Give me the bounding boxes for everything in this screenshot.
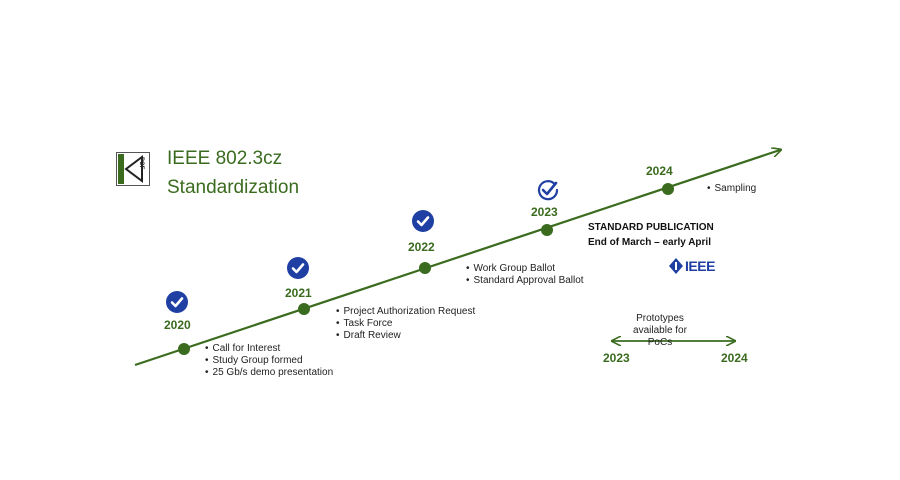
bullet-item: Project Authorization Request xyxy=(336,306,476,318)
title-line-2: Standardization xyxy=(167,177,300,198)
bullets-2022: Work Group Ballot Standard Approval Ball… xyxy=(466,263,584,287)
ieee-kite-icon xyxy=(669,258,683,274)
milestone-dot-2024 xyxy=(662,183,674,195)
year-2020: 2020 xyxy=(164,318,191,332)
check-outline-2023-icon xyxy=(536,178,559,201)
bullets-2024: Sampling xyxy=(707,183,757,195)
bullet-item: Work Group Ballot xyxy=(466,263,584,275)
prototype-range-start: 2023 xyxy=(603,351,630,365)
ieee-logo: IEEE xyxy=(669,258,715,274)
prototypes-line-1: Prototypes xyxy=(636,313,684,324)
milestone-dot-2022 xyxy=(419,262,431,274)
bullets-2021: Project Authorization Request Task Force… xyxy=(336,306,476,342)
prototypes-line-2: available for PoCs xyxy=(633,325,687,348)
prototype-range-end: 2024 xyxy=(721,351,748,365)
ieee-logo-text: IEEE xyxy=(685,258,715,274)
title-line-1: IEEE 802.3cz xyxy=(167,148,283,169)
year-2023: 2023 xyxy=(531,205,558,219)
prototypes-label: Prototypes available for PoCs xyxy=(620,313,700,349)
bullet-item: Call for Interest xyxy=(205,343,333,355)
publication-heading: STANDARD PUBLICATION xyxy=(588,222,714,233)
bullet-item: Study Group formed xyxy=(205,355,333,367)
year-2021: 2021 xyxy=(285,286,312,300)
pof-logo-text: POF xyxy=(138,157,144,170)
pof-logo: POF xyxy=(116,152,150,186)
check-2021-icon xyxy=(287,257,309,279)
check-2022-icon xyxy=(412,210,434,232)
bullet-item: Draft Review xyxy=(336,330,475,342)
bullets-2020: Call for Interest Study Group formed 25 … xyxy=(205,343,334,379)
bullet-item: Sampling xyxy=(707,183,757,195)
check-2020-icon xyxy=(166,291,188,313)
milestone-dot-2023 xyxy=(541,224,553,236)
milestone-dot-2020 xyxy=(178,343,190,355)
year-2022: 2022 xyxy=(408,240,435,254)
milestone-dot-2021 xyxy=(298,303,310,315)
bullet-item: Task Force xyxy=(336,318,475,330)
bullet-item: Standard Approval Ballot xyxy=(466,275,584,287)
publication-date: End of March – early April xyxy=(588,237,711,248)
bullet-item: 25 Gb/s demo presentation xyxy=(205,367,334,379)
year-2024: 2024 xyxy=(646,164,673,178)
